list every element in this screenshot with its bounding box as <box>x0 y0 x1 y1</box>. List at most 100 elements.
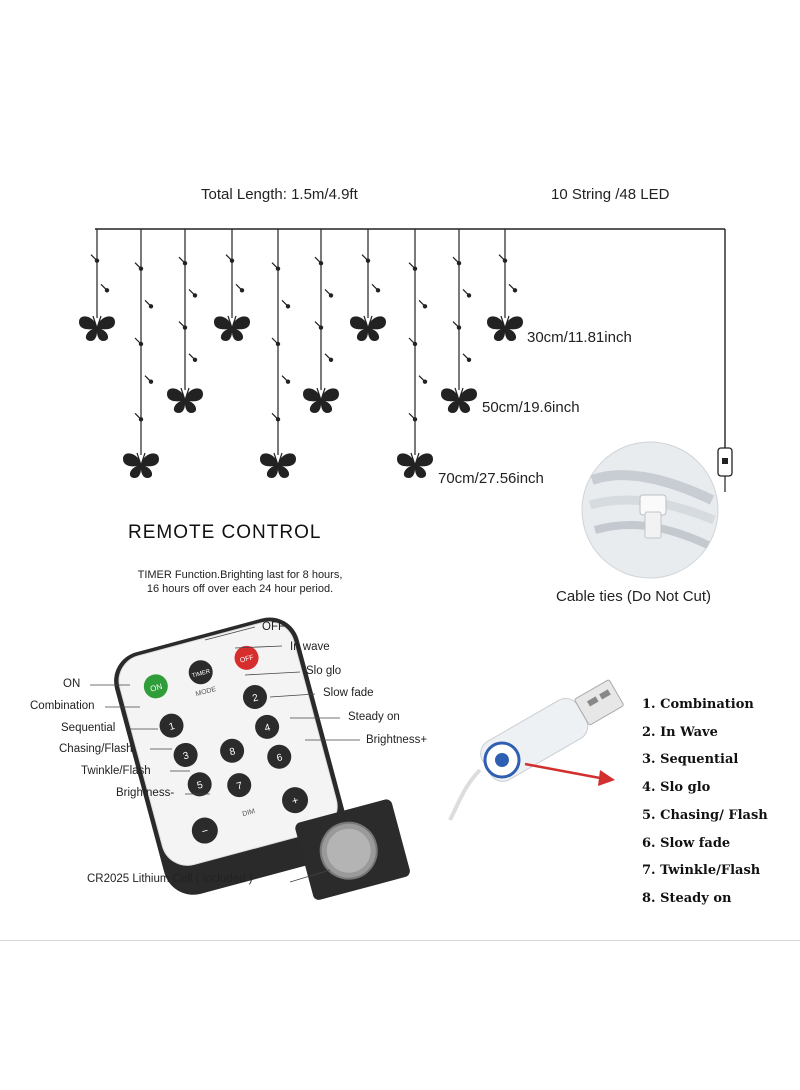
mode-item: 3. Sequential <box>642 752 739 768</box>
led-bulb-icon <box>324 353 334 363</box>
led-bulb-icon <box>418 299 428 310</box>
butterfly-icon <box>122 452 160 479</box>
led-bulb-icon <box>371 283 381 294</box>
mode-button-6[interactable] <box>265 742 294 771</box>
timer-button[interactable] <box>186 658 215 687</box>
strand-lines <box>78 228 726 479</box>
usb-controller-illustration <box>448 679 624 821</box>
plus-label: + <box>291 795 300 808</box>
dim-label: DIM <box>242 808 256 818</box>
length-label-long: 70cm/27.56inch <box>438 470 544 487</box>
led-bulb-icon <box>408 412 418 423</box>
mode-button-label: 6 <box>276 752 285 764</box>
mode-button-7[interactable] <box>225 770 254 799</box>
mode-item: 6. Slow fade <box>642 835 731 851</box>
led-bulb-icon <box>462 288 472 299</box>
led-bulb-icon <box>408 337 418 347</box>
butterfly-icon <box>302 387 340 414</box>
led-bulb-icon <box>178 321 188 331</box>
arrow-icon <box>598 770 615 786</box>
callout-sequential: Sequential <box>61 722 116 734</box>
butterfly-icon <box>486 315 524 342</box>
callout-brightness-plus: Brightness+ <box>366 734 428 746</box>
mode-button-label: 1 <box>168 721 177 733</box>
timer-button-label: TIMER <box>191 669 211 680</box>
brightness-minus-button[interactable] <box>189 815 221 847</box>
led-bulb-icon <box>408 262 418 272</box>
bottom-divider <box>0 940 800 941</box>
led-bulb-icon <box>281 299 291 310</box>
mode-button-2[interactable] <box>240 682 269 711</box>
cable-ties-label: Cable ties (Do Not Cut) <box>556 588 712 605</box>
callout-slow-fade: Slow fade <box>323 687 374 699</box>
mode-item: 8. Steady on <box>642 890 732 906</box>
off-button[interactable] <box>232 643 261 672</box>
mode-item: 4. Slo glo <box>642 780 711 796</box>
callout-steady-on: Steady on <box>348 711 400 723</box>
butterfly-icon <box>259 452 297 479</box>
led-bulb-icon <box>235 283 245 294</box>
led-bulb-icon <box>361 254 371 264</box>
remote-control-title: REMOTE CONTROL <box>128 522 322 543</box>
led-bulb-icon <box>418 375 428 385</box>
mode-button-4[interactable] <box>252 712 281 741</box>
mode-item: 5. Chasing/ Flash <box>642 807 768 823</box>
brightness-plus-button[interactable] <box>279 784 311 816</box>
led-bulb-icon <box>188 288 198 299</box>
callout-lines <box>90 626 360 883</box>
callout-brightness-minus: Brightness- <box>116 787 175 799</box>
mode-button-8[interactable] <box>217 736 246 765</box>
cable-tie-closeup <box>581 441 719 579</box>
on-button[interactable] <box>141 672 170 701</box>
led-bulb-icon <box>452 321 462 331</box>
led-bulb-icon <box>134 262 144 272</box>
led-bulb-icon <box>178 256 188 266</box>
mode-button-5[interactable] <box>185 770 214 799</box>
butterfly-icon <box>349 315 387 342</box>
mode-button-3[interactable] <box>171 740 200 769</box>
mode-item: 7. Twinkle/Flash <box>642 863 761 879</box>
butterfly-icon <box>213 315 251 342</box>
total-length-label: Total Length: 1.5m/4.9ft <box>201 186 358 203</box>
mode-button-label: 3 <box>182 750 191 762</box>
timer-note-line-2: 16 hours off over each 24 hour period. <box>146 583 334 595</box>
led-bulb-icon <box>225 254 235 264</box>
led-bulb-icon <box>498 254 508 264</box>
mode-button-label: 5 <box>196 780 205 792</box>
on-button-label: ON <box>149 682 163 694</box>
timer-note-line-1: TIMER Function.Brighting last for 8 hour… <box>137 569 343 581</box>
callout-on: ON <box>63 678 81 690</box>
butterfly-icon <box>166 387 204 414</box>
off-button-label: OFF <box>239 654 254 664</box>
callout-slo-glo: Slo glo <box>306 665 342 677</box>
length-label-medium: 50cm/19.6inch <box>482 399 580 416</box>
led-bulb-icon <box>281 375 291 385</box>
callout-off: OFF <box>262 621 285 633</box>
mode-button-label: 4 <box>263 722 272 734</box>
cable-plug <box>717 447 733 492</box>
led-bulb-icon <box>508 283 518 294</box>
led-bulb-icon <box>134 337 144 347</box>
butterfly-icon <box>440 387 478 414</box>
led-bulb-icon <box>271 337 281 347</box>
length-label-short: 30cm/11.81inch <box>527 329 632 346</box>
led-bulb-icon <box>100 283 110 294</box>
minus-label: − <box>200 825 209 838</box>
led-bulb-icon <box>271 412 281 423</box>
battery-tray <box>295 799 410 900</box>
timer-note: TIMER Function.Brighting last for 8 hour… <box>105 568 375 596</box>
mode-item: 2. In Wave <box>642 724 718 740</box>
callout-battery: CR2025 Lithium Cell ( included ) <box>87 873 253 885</box>
led-bulb-icon <box>271 262 281 272</box>
led-bulb-icon <box>144 299 154 310</box>
mode-button-label: 2 <box>251 692 260 704</box>
mode-button-1[interactable] <box>157 711 186 740</box>
callout-combination: Combination <box>30 700 95 712</box>
led-bulb-icon <box>462 353 472 363</box>
led-bulb-icon <box>188 353 198 363</box>
led-bulb-icon <box>314 321 324 331</box>
light-strand-diagram <box>78 228 733 579</box>
